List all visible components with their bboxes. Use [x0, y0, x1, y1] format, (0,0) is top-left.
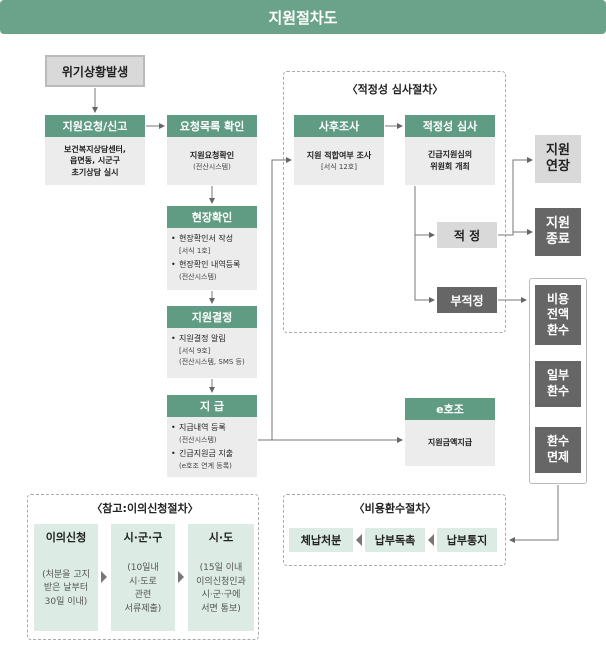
appeal-col-2-body: (10일내 시·도로 관련 서류제출): [124, 563, 162, 614]
refund-frame: [283, 494, 506, 566]
post-survey-body: 지원 적합여부 조사 [서식 12호]: [294, 137, 384, 185]
list-check-line-2: (전산시스템): [193, 162, 231, 171]
refund-notice: 납부통지: [437, 528, 497, 552]
ehojo-header: e호조: [405, 398, 495, 420]
request-line-1: 보건복지상담센터,: [64, 144, 126, 154]
audit-body: 긴급지원심의 위원회 개최: [405, 137, 495, 185]
refund-outcome-group: [529, 278, 587, 484]
outcome-partial-refund: 일부 환수: [535, 361, 581, 407]
audit-line-2: 위원회 개최: [430, 162, 470, 171]
field-check-item-1: 현장확인서 작성[서식 1호]: [171, 233, 253, 256]
decision-body: 지원결정 알림[서식 9호](전산시스템, SMS 등): [167, 328, 257, 378]
outcome-end: 지원 종료: [535, 208, 581, 256]
appeal-col-1-header: 이의신청: [45, 531, 87, 544]
payment-body: 지급내역 등록(전산시스템) 긴급지원금 지출(e호조 연계 등록): [167, 417, 257, 477]
field-check-header: 현장확인: [167, 206, 257, 228]
appeal-col-1: 이의신청 (처분을 고지 받은 날부터 30일 이내): [34, 524, 98, 631]
appeal-frame: [27, 494, 259, 640]
crisis-label: 위기상황발생: [61, 64, 129, 79]
improper-box: 부적정: [437, 287, 497, 313]
review-title: 〈적정성 심사절차〉: [335, 81, 455, 97]
refund-urge: 납부독촉: [365, 528, 425, 552]
refund-title: 〈비용환수절차〉: [340, 500, 450, 516]
decision-item-1: 지원결정 알림[서식 9호](전산시스템, SMS 등): [171, 333, 253, 368]
audit-line-1: 긴급지원심의: [427, 150, 473, 160]
request-line-3: 초기상담 실시: [71, 167, 119, 177]
appeal-col-1-body: (처분을 고지 받은 날부터 30일 이내): [42, 569, 90, 607]
arrow-refund-notice: [509, 485, 559, 543]
ehojo-body: 지원금액지급: [405, 420, 495, 466]
appeal-col-2-header: 시·군·구: [123, 531, 163, 544]
refund-default: 체납처분: [289, 528, 353, 552]
post-survey-line-2: [서식 12호]: [321, 162, 357, 171]
appeal-col-3: 시·도 (15일 이내 이의신청인과 시·군·구에 서면 통보): [188, 524, 254, 631]
request-line-2: 읍면동, 시군구: [70, 156, 120, 166]
page-title: 지원절차도: [0, 0, 606, 34]
outcome-exempt: 환수 면제: [535, 427, 581, 473]
audit-header: 적정성 심사: [405, 115, 495, 137]
decision-header: 지원결정: [167, 306, 257, 328]
field-check-item-2: 현장확인 내역등록(전산시스템): [171, 259, 253, 282]
appeal-col-3-header: 시·도: [208, 531, 234, 544]
proper-box: 적 정: [437, 222, 497, 248]
appeal-title: 〈참고:이의신청절차〉: [80, 500, 210, 516]
payment-header: 지 급: [167, 395, 257, 417]
list-check-body: 지원요청확인 (전산시스템): [167, 137, 257, 185]
post-survey-header: 사후조사: [294, 115, 384, 137]
appeal-col-3-body: (15일 이내 이의신청인과 시·군·구에 서면 통보): [196, 563, 246, 614]
payment-item-1: 지급내역 등록(전산시스템): [171, 422, 253, 445]
appeal-col-2: 시·군·구 (10일내 시·도로 관련 서류제출): [111, 524, 175, 631]
crisis-box: 위기상황발생: [45, 55, 145, 87]
request-body: 보건복지상담센터, 읍면동, 시군구 초기상담 실시: [45, 137, 145, 185]
list-check-line-1: 지원요청확인: [189, 151, 235, 161]
list-check-header: 요청목록 확인: [167, 115, 257, 137]
post-survey-line-1: 지원 적합여부 조사: [306, 151, 372, 161]
outcome-extend: 지원 연장: [535, 135, 581, 183]
outcome-full-refund: 비용 전액 환수: [535, 285, 581, 345]
request-header: 지원요청/신고: [45, 115, 145, 137]
payment-item-2: 긴급지원금 지출(e호조 연계 등록): [171, 448, 253, 471]
field-check-body: 현장확인서 작성[서식 1호] 현장확인 내역등록(전산시스템): [167, 228, 257, 290]
